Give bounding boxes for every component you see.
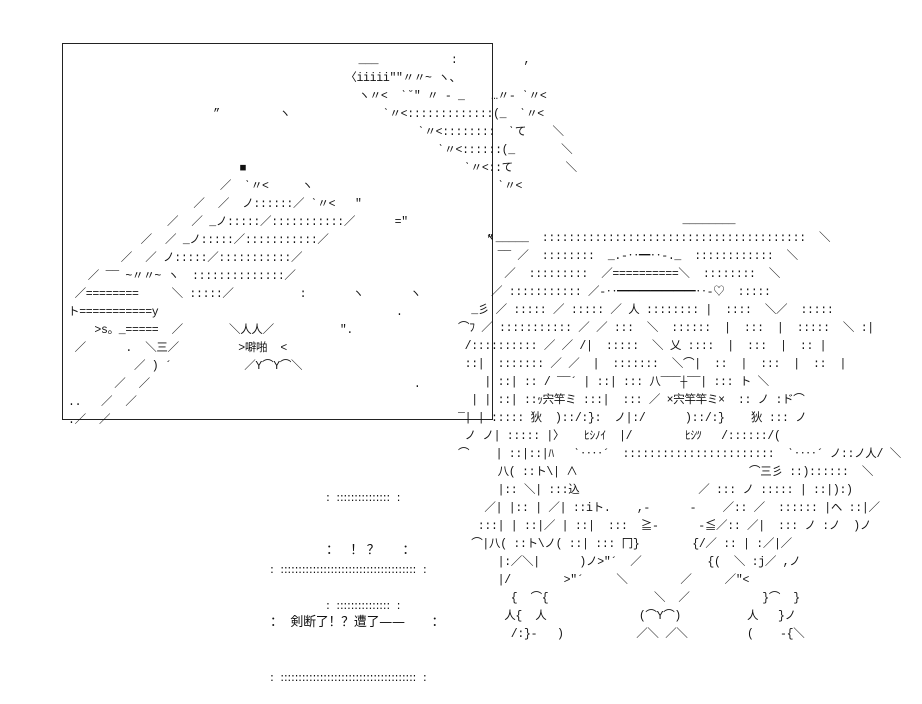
speech-border-top: : ::::::::::::::::::::::::::::::::::::::… bbox=[270, 562, 427, 576]
ascii-line: ” ヽ ˋ〃<:::::::::::::(_ ˋ〃< bbox=[68, 108, 544, 121]
ascii-line: _彡 ／ ::::: ／ ::::: ／ 人 :::::::: | :::: ＼… bbox=[458, 304, 834, 317]
ascii-line: ˋ〃<:::::::: ˋて ＼ bbox=[68, 126, 564, 139]
character-ascii-art: ________ ヽ_____ ::::::::::::::::::::::::… bbox=[458, 212, 901, 644]
ascii-line: ■ ˋ〃<::て ＼ bbox=[68, 162, 578, 175]
ascii-line: 八( ::ト\| ∧ ⌒三彡 ::):::::: ＼ bbox=[458, 466, 874, 479]
ascii-line: /:}‐ ) ／＼ ／＼ ( ‐{＼ bbox=[458, 628, 805, 641]
sword-clash-ascii-art: ___ : , 〈iiiii""〃〃~ ヽ、 ヽ〃< ˋ˘" 〃 - _ …〃-… bbox=[68, 52, 577, 430]
speech-text: ： ！ ？ ： bbox=[326, 543, 416, 558]
surprise-speech-box: : ::::::::::::::: : ： ！ ？ ： : ::::::::::… bbox=[326, 452, 415, 632]
ascii-line: >s。_===== ／ ＼人人／ ″. bbox=[68, 324, 354, 337]
ascii-line: ／ ‾‾ ~〃〃~ ヽ ::::::::::::::／ bbox=[68, 270, 296, 283]
ascii-line: ヽ_____ :::::::::::::::::::::::::::::::::… bbox=[458, 232, 831, 245]
ascii-line: .. ／ ／ bbox=[68, 396, 137, 409]
ascii-line: 〈iiiii""〃〃~ ヽ、 bbox=[68, 72, 461, 85]
ascii-line: ヽ〃< ˋ˘" 〃 - _ …〃- ˋ〃< bbox=[68, 90, 547, 103]
ascii-line: :::| | ::|／ | ::| ::: ≧- -≦／:: ／| ::: ノ … bbox=[458, 520, 872, 533]
ascii-line: | ::| :: / ‾‾´ | ::| ::: 八‾‾‾┼‾‾| ::: ト … bbox=[458, 376, 769, 389]
ascii-line: ／ ／ ノ::::::／ ˋ〃< ″ bbox=[68, 198, 362, 211]
speech-border-bottom: : ::::::::::::::::::::::::::::::::::::::… bbox=[270, 670, 427, 684]
ascii-line: ／======== ＼ :::::／ : ヽ ヽ bbox=[68, 288, 422, 301]
ascii-line: ／ ) ´ ／Y⌒Y⌒＼ bbox=[68, 360, 303, 373]
ascii-line: ⌒|八( ::ト\ノ( ::| ::: 冂} {/／ :: | :／|／ bbox=[458, 538, 792, 551]
ascii-line: ‾‾ ／ :::::::: _.-‥━‥-._ :::::::::::: ＼ bbox=[458, 250, 799, 263]
ascii-line: ／ ::::::::: ／==========＼ :::::::: ＼ bbox=[458, 268, 781, 281]
ascii-line: ／ ／ . bbox=[68, 378, 421, 391]
ascii-line: 人{ 人 (⌒Y⌒) 人 }ノ bbox=[458, 610, 796, 623]
ascii-line: ／ ::::::::::: ／‐‥━━━━━━━‥‐♡ ::::: bbox=[458, 286, 771, 299]
ascii-line: ノ ノ| ::::: |〉 ﾋｼﾉｲ |/ ﾋｼﾂ /::::::/( bbox=[458, 430, 781, 443]
speech-border-bottom: : ::::::::::::::: : bbox=[326, 598, 401, 612]
sword-broken-speech-box: : ::::::::::::::::::::::::::::::::::::::… bbox=[270, 524, 445, 704]
ascii-line: ト===========y . bbox=[68, 306, 403, 319]
ascii-line: ________ bbox=[458, 214, 736, 227]
ascii-line: ˋ〃<::::::(_ ＼ bbox=[68, 144, 573, 157]
ascii-line: ／ ˋ〃< ヽ ˋ〃< bbox=[68, 180, 523, 193]
ascii-line: ／ . ＼三／ >噼啪 < bbox=[68, 342, 288, 355]
ascii-line: ／ ／ _ノ:::::／:::::::::::／ ” bbox=[68, 234, 494, 247]
ascii-line: { ⌒{ ＼ ／ }⌒ } bbox=[458, 592, 800, 605]
ascii-line: ／| |:: | ／| ::iト. ,- - ／:: ／ :::::: |ヘ :… bbox=[458, 502, 880, 515]
ascii-line: ⌒ﾌ ／ ::::::::::: ／ ／ ::: ＼ :::::: | ::: … bbox=[458, 322, 874, 335]
speech-text: ： 剣断了！？遭了—— ： bbox=[270, 615, 445, 630]
ascii-line: |/ >″´ ＼ ／ ／″< bbox=[458, 574, 750, 587]
ascii-line: |:／＼| )ノ>″´ ／ {( ＼ :j／ ,ノ bbox=[458, 556, 801, 569]
panel-frame bbox=[62, 43, 493, 420]
ascii-line: ___ : , bbox=[68, 54, 531, 67]
ascii-line: | | ::| ::ｯ宍竿ミ :::| ::: ／ ×宍竿竿ミ× :: ノ :ド… bbox=[458, 394, 805, 407]
ascii-line: .／ ／ bbox=[68, 414, 111, 427]
ascii-line: /:::::::::: ／ ／ /| ::::: ＼ 乂 :::: | ::: … bbox=[458, 340, 827, 353]
ascii-line: ⌒ | ::|::|ﾊ ˋ‥‥´ :::::::::::::::::::::::… bbox=[458, 448, 901, 461]
ascii-line: ／ ／ ノ:::::／:::::::::::／ bbox=[68, 252, 303, 265]
ascii-line: ／ ／ _ノ:::::／:::::::::::／ =″ bbox=[68, 216, 408, 229]
ascii-line: ‾| | ::::: 狄 )::/:}: ノ|:/ )::/:} 狄 ::: ノ bbox=[458, 412, 807, 425]
ascii-line: |:: ＼| :::込 ／ ::: ノ ::::: | ::|):) bbox=[458, 484, 853, 497]
speech-border-top: : ::::::::::::::: : bbox=[326, 490, 401, 504]
ascii-line: ::| ::::::: ／ ／ | ::::::: ＼⌒| :: | ::: |… bbox=[458, 358, 847, 371]
